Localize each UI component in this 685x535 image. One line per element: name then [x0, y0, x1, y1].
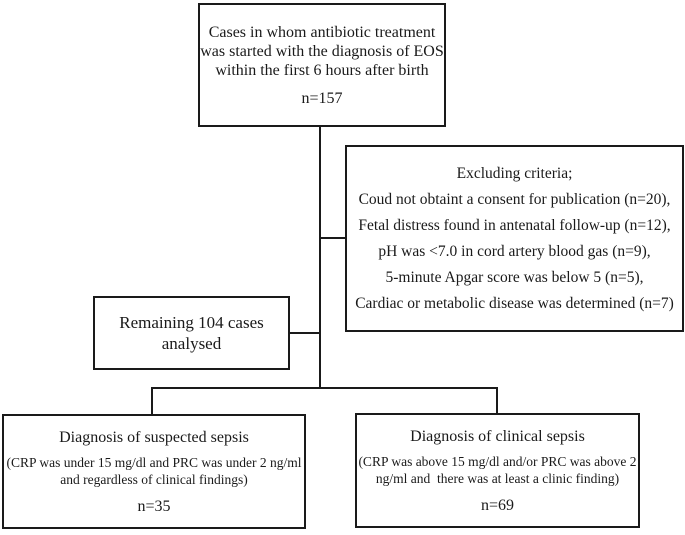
- connector-to-excluding-box: [321, 237, 345, 239]
- connector-split-horizontal: [151, 387, 498, 389]
- enrolled-line: within the first 6 hours after birth: [215, 61, 429, 79]
- excluding-item: Fetal distress found in antenatal follow…: [358, 216, 671, 234]
- clinical-criteria-line: ng/ml and there was at least a clinic fi…: [375, 470, 620, 486]
- excluding-item: Coud not obtaint a consent for publicati…: [358, 190, 671, 208]
- excluding-item: Cardiac or metabolic disease was determi…: [355, 294, 674, 312]
- excluding-item: 5-minute Apgar score was below 5 (n=5),: [385, 268, 644, 286]
- excluding-title: Excluding criteria;: [456, 164, 573, 182]
- suspected-title: Diagnosis of suspected sepsis: [59, 428, 249, 446]
- clinical-count: n=69: [480, 496, 515, 514]
- connector-main-vertical: [319, 127, 321, 389]
- box-excluding-criteria: Excluding criteria; Coud not obtaint a c…: [345, 145, 684, 332]
- box-remaining-cases: Remaining 104 cases analysed: [93, 296, 290, 370]
- clinical-criteria-line: (CRP was above 15 mg/dl and/or PRC was a…: [358, 453, 637, 469]
- suspected-criteria-line: (CRP was under 15 mg/dl and PRC was unde…: [6, 454, 302, 470]
- remaining-line: analysed: [161, 334, 222, 353]
- connector-to-remaining-box: [290, 332, 319, 334]
- clinical-title: Diagnosis of clinical sepsis: [410, 427, 585, 445]
- enrolled-line: Cases in whom antibiotic treatment: [208, 23, 436, 41]
- connector-drop-suspected: [151, 387, 153, 414]
- remaining-line: Remaining 104 cases: [119, 313, 264, 332]
- suspected-count: n=35: [137, 497, 171, 515]
- box-enrolled-cases: Cases in whom antibiotic treatment was s…: [198, 3, 446, 127]
- enrolled-line: was started with the diagnosis of EOS: [200, 42, 444, 60]
- excluding-item: pH was <7.0 in cord artery blood gas (n=…: [378, 242, 651, 260]
- box-suspected-sepsis: Diagnosis of suspected sepsis (CRP was u…: [2, 414, 306, 529]
- enrolled-count: n=157: [301, 89, 343, 107]
- suspected-criteria-line: and regardless of clinical findings): [60, 471, 248, 487]
- connector-drop-clinical: [496, 387, 498, 413]
- box-clinical-sepsis: Diagnosis of clinical sepsis (CRP was ab…: [355, 413, 640, 528]
